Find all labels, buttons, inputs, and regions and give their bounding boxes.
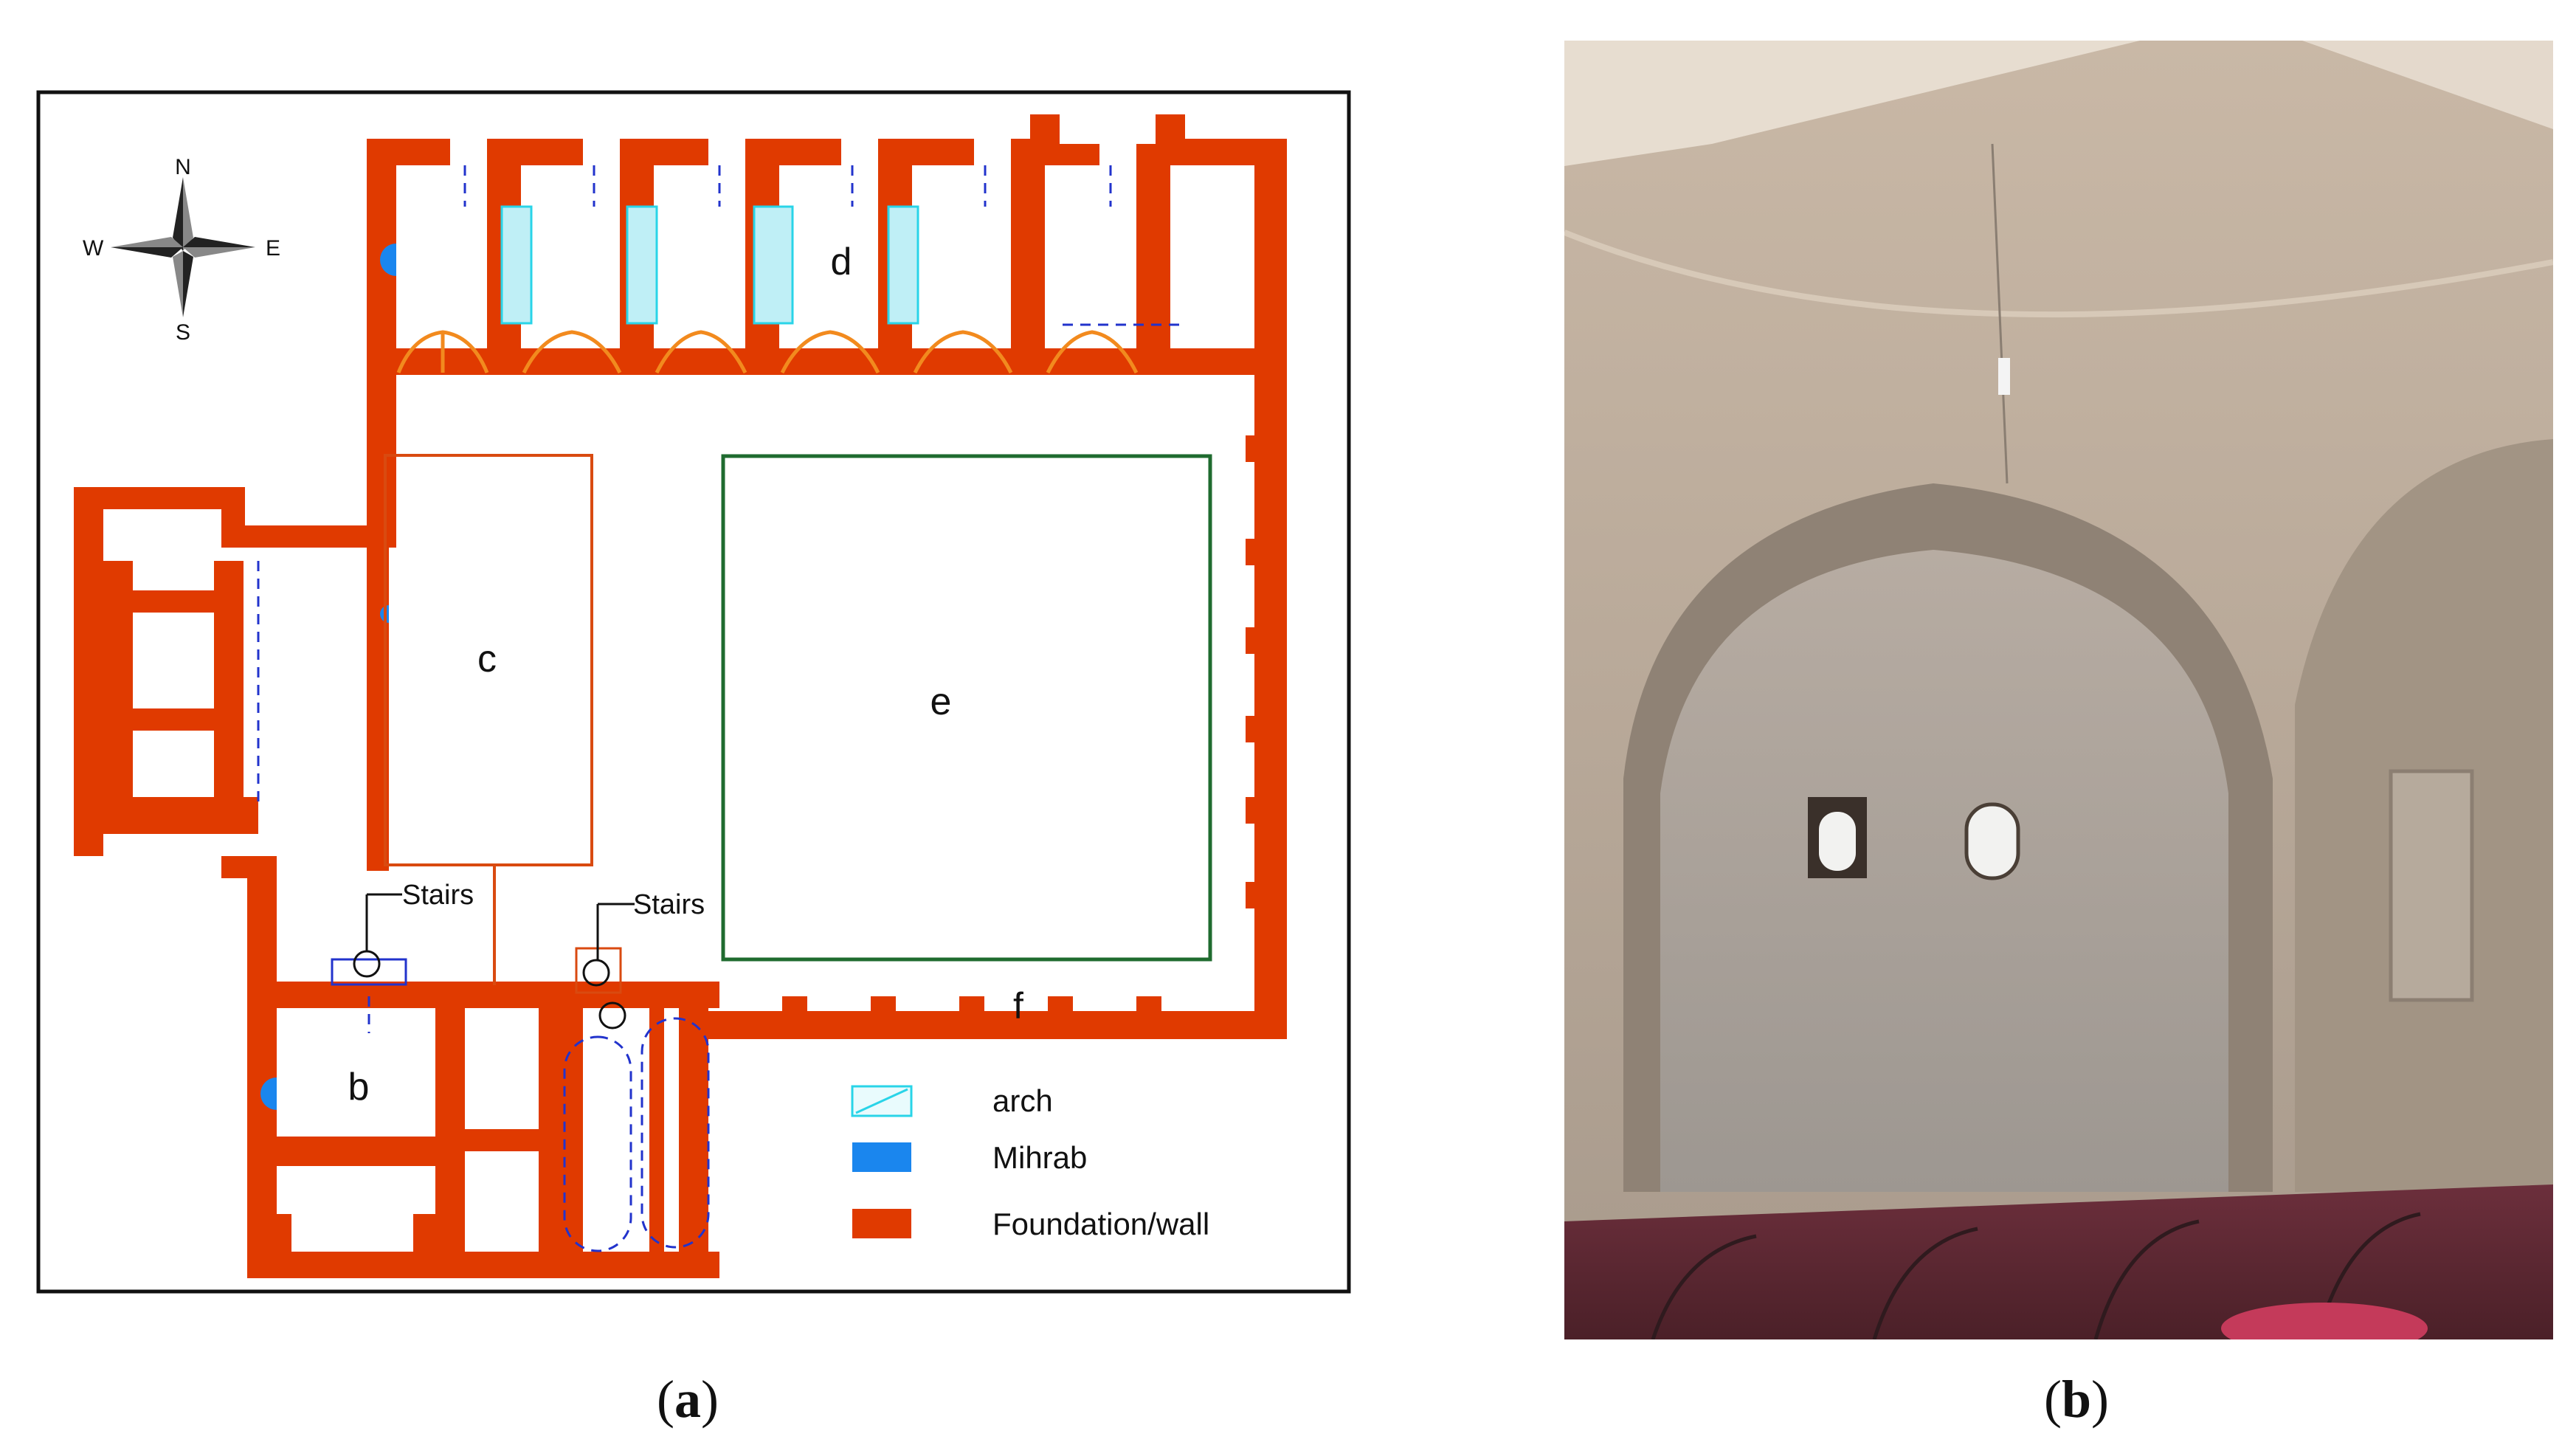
arch-bays — [500, 205, 919, 325]
interior-photo-panel — [1563, 41, 2554, 1354]
room-label-d: d — [831, 241, 852, 283]
compass-south-label: S — [176, 320, 190, 345]
legend-wall-swatch — [852, 1209, 911, 1238]
compass-north-label: N — [175, 155, 191, 179]
legend-mihrab-label: Mihrab — [992, 1140, 1087, 1175]
stairs-symbols — [331, 893, 635, 1030]
room-label-f: f — [1013, 985, 1023, 1027]
foundation-walls — [74, 114, 1287, 1278]
wall-openings — [450, 114, 1156, 165]
room-label-e: e — [930, 680, 952, 723]
legend-mihrab-swatch — [852, 1142, 911, 1172]
compass-east-label: E — [266, 236, 280, 261]
stairs-label-west: Stairs — [402, 880, 474, 911]
room-c-outline — [384, 454, 593, 866]
floor-plan-panel: N S E W d c e f b Stairs Stairs arch Mih… — [36, 90, 1351, 1294]
legend-arch-label: arch — [992, 1083, 1053, 1118]
compass-west-label: W — [83, 236, 104, 261]
plan-legend: arch Mihrab Foundation/wall — [851, 1083, 1209, 1241]
caption-b: (b) — [2044, 1370, 2110, 1429]
room-label-b: b — [348, 1066, 370, 1108]
caption-a: (a) — [657, 1370, 719, 1429]
room-label-c: c — [477, 638, 497, 680]
dashed-openings — [257, 165, 1181, 1252]
north-wing-arches — [396, 330, 1139, 374]
interior-photo — [1563, 41, 2554, 1354]
mihrab-marks — [260, 244, 396, 1110]
stairs-label-east: Stairs — [633, 889, 705, 920]
courtyard-e-outline — [721, 454, 1212, 962]
legend-wall-label: Foundation/wall — [992, 1207, 1209, 1241]
compass-rose: N S E W — [83, 155, 280, 345]
prayer-carpet — [1564, 1184, 2553, 1339]
floor-plan-svg: N S E W d c e f b Stairs Stairs arch Mih… — [36, 90, 1351, 1294]
